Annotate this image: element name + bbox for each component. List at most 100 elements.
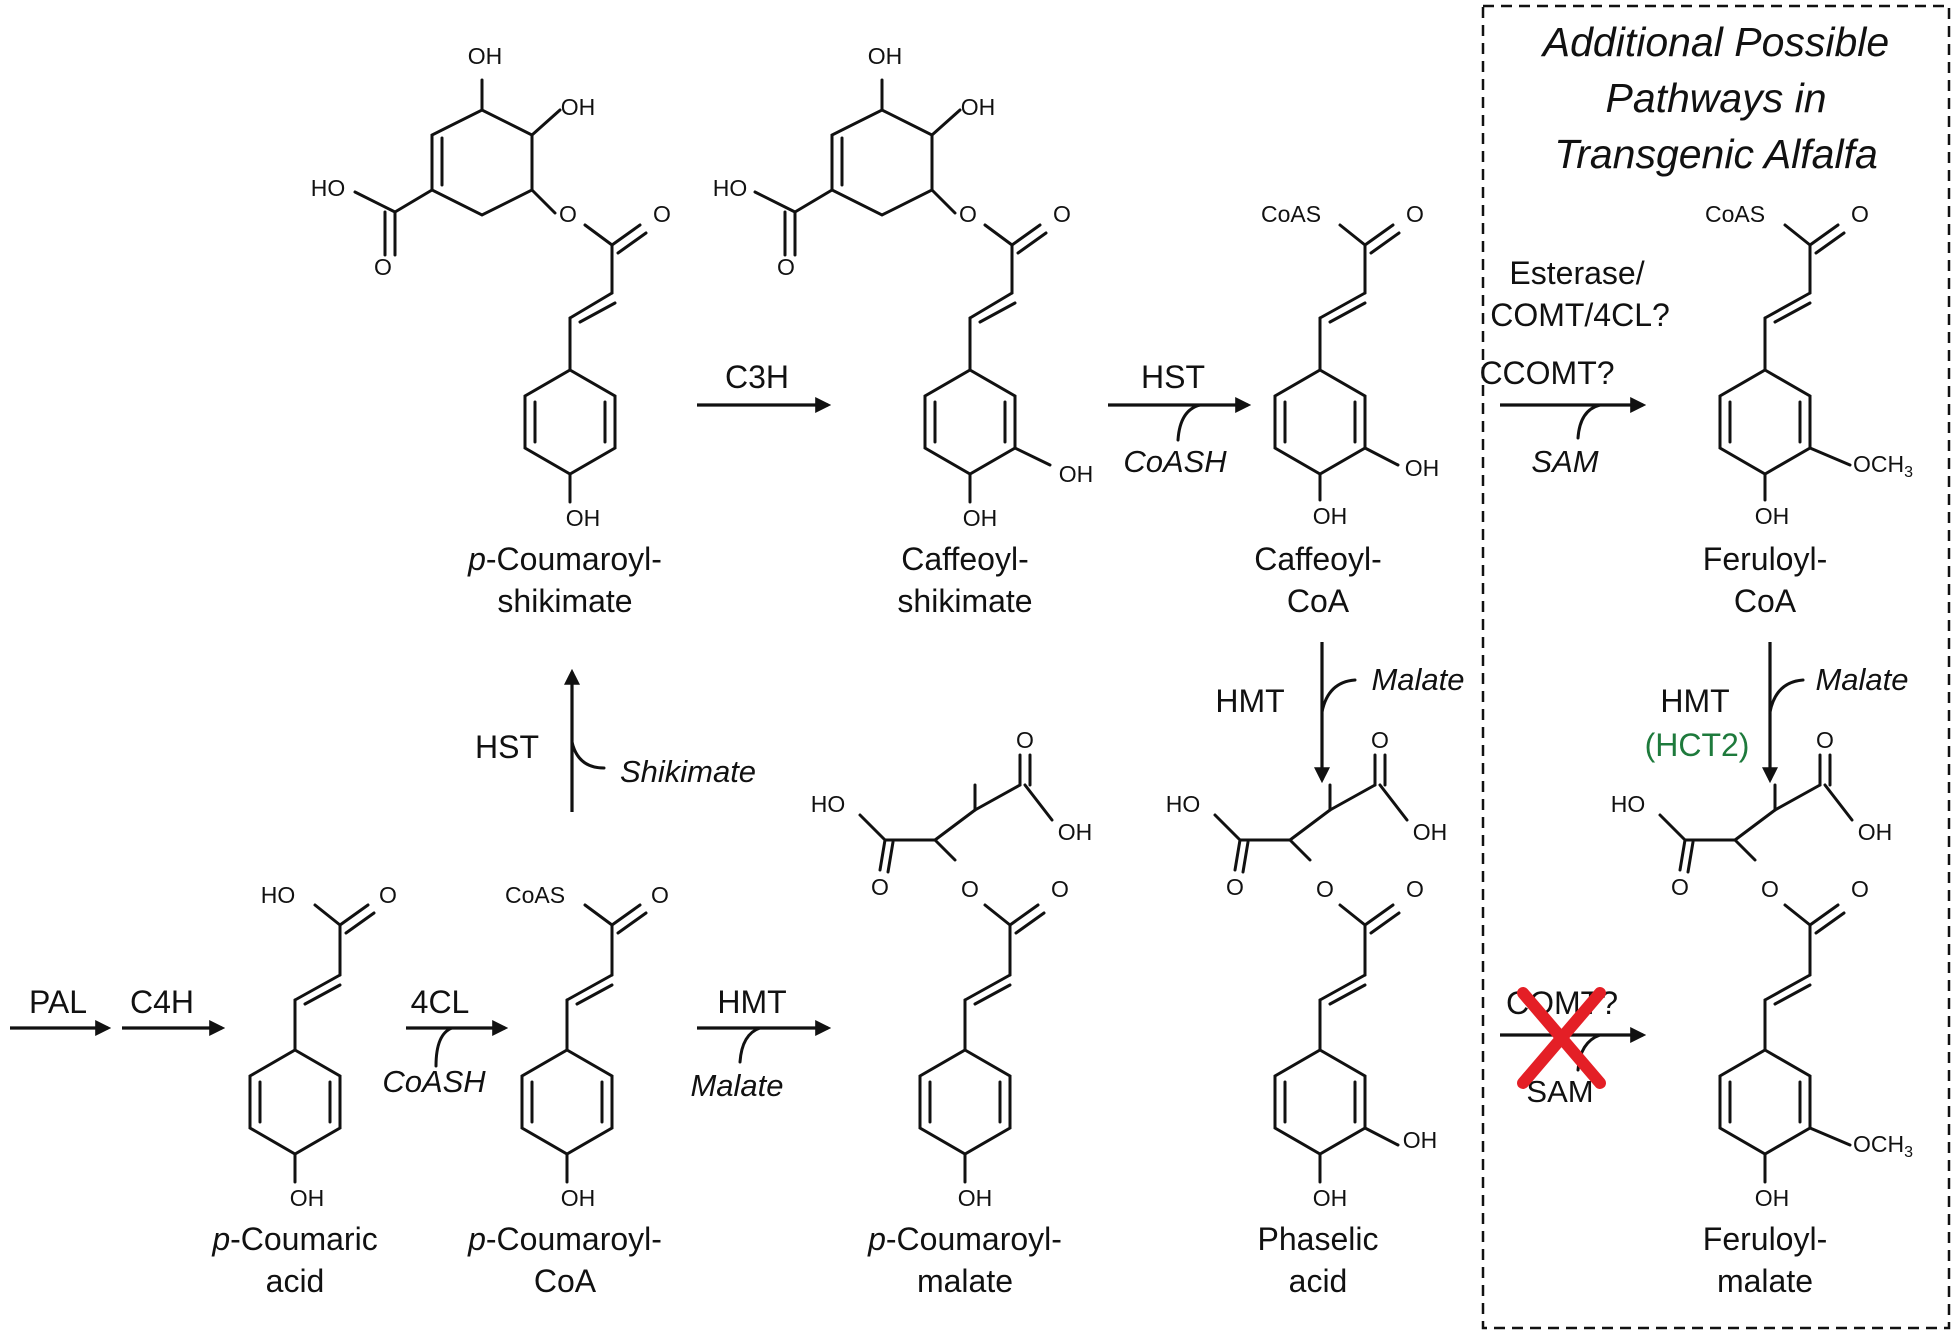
structure-p-coumaroyl-coa: CoAS O OH [505,882,669,1211]
atom-label: O [1226,874,1244,900]
name-p-coumaric-acid: p-Coumaric [211,1221,377,1257]
name-feruloyl-malate-line-2: malate [1717,1263,1813,1299]
name-caffeoyl-coa-line-2: CoA [1287,583,1350,619]
atom-label: HO [1166,791,1201,817]
blocked-cross-icon [1517,987,1606,1089]
atom-label: OH [963,505,998,531]
panel-title-line-2: Pathways in [1605,75,1826,121]
enzyme-hst-1: HST [475,729,539,765]
name-caffeoyl-shikimate-line-2: shikimate [897,583,1032,619]
atom-label: O [1016,727,1034,753]
cofactor-hook [1176,403,1202,442]
atom-label: OH [1059,461,1094,487]
atom-label: HO [811,791,846,817]
atom-label: O [1316,876,1334,902]
atom-label: O [1371,727,1389,753]
atom-label: OH [1058,819,1093,845]
cofactor-shikimate: Shikimate [620,754,756,789]
atom-label: OH [961,94,996,120]
transgenic-alfalfa-panel [1481,4,1951,1330]
atom-label: OCH3 [1853,1131,1913,1161]
atom-label: HO [1611,791,1646,817]
atom-label: OH [290,1185,325,1211]
atom-label: OH [1755,503,1790,529]
structure-feruloyl-coa: CoAS O OCH3 OH [1705,201,1913,529]
structure-phaselic-acid: HO O O OH O O OH OH [1166,727,1448,1211]
atom-label: O [1816,727,1834,753]
atom-label: HO [261,882,296,908]
structure-p-coumaroyl-shikimate: OH OH HO O O O OH [311,43,671,531]
name-p-coumaroyl-coa: p-Coumaroyl- [467,1221,662,1257]
atom-label: O [379,882,397,908]
enzyme-hmt-1: HMT [717,984,786,1020]
atom-label: O [961,876,979,902]
atom-label: O [1671,874,1689,900]
name-feruloyl-coa: Feruloyl- [1703,541,1827,577]
atom-label: HO [713,175,748,201]
panel-title-line-1: Additional Possible [1540,19,1889,65]
enzyme-hst-2: HST [1141,359,1205,395]
atom-label: O [1761,876,1779,902]
atom-label: OH [1313,1185,1348,1211]
panel-title-line-3: Transgenic Alfalfa [1554,131,1878,177]
name-caffeoyl-coa: Caffeoyl- [1254,541,1381,577]
enzyme-esterase-line-2: COMT/4CL? [1490,297,1670,333]
enzyme-4cl: 4CL [411,984,470,1020]
atom-label: CoAS [1261,201,1321,227]
atom-label: OH [468,43,503,69]
name-p-coumaroyl-malate: p-Coumaroyl- [867,1221,1062,1257]
atom-label: OH [1405,455,1440,481]
atom-label: OH [561,94,596,120]
atom-label: O [653,201,671,227]
cofactor-malate-1: Malate [690,1068,783,1103]
atom-label: OH [1413,819,1448,845]
atom-label: OH [868,43,903,69]
cofactor-malate-3: Malate [1815,662,1908,697]
cofactor-malate-2: Malate [1371,662,1464,697]
cofactor-hook [570,740,606,770]
cofactor-hook [434,1026,454,1068]
cofactor-hook [1768,678,1805,714]
name-p-coumaroyl-malate-line-2: malate [917,1263,1013,1299]
name-p-coumaric-acid-line-2: acid [266,1263,325,1299]
atom-label: OH [1313,503,1348,529]
name-caffeoyl-shikimate: Caffeoyl- [901,541,1028,577]
name-phaselic-acid-line-2: acid [1289,1263,1348,1299]
enzyme-c3h: C3H [725,359,789,395]
cofactor-hook [1576,403,1602,440]
cofactor-coash-4cl: CoASH [382,1064,486,1099]
atom-label: O [1406,876,1424,902]
name-phaselic-acid: Phaselic [1258,1221,1379,1257]
cofactor-sam-1: SAM [1531,444,1598,479]
atom-label: O [1051,876,1069,902]
atom-label: O [1053,201,1071,227]
atom-label: O [374,254,392,280]
name-p-coumaroyl-shikimate: p-Coumaroyl- [467,541,662,577]
atom-label: OH [1403,1127,1438,1153]
cofactor-hook [1320,678,1357,714]
enzyme-c4h: C4H [130,984,194,1020]
structure-caffeoyl-shikimate: OH OH HO O O O OH OH [713,43,1094,531]
enzyme-esterase-line-1: Esterase/ [1509,255,1644,291]
atom-label: O [777,254,795,280]
atom-label: OH [561,1185,596,1211]
atom-label: O [959,201,977,227]
enzyme-note-hct2: (HCT2) [1645,727,1750,763]
name-p-coumaroyl-shikimate-line-2: shikimate [497,583,632,619]
atom-label: O [1406,201,1424,227]
atom-label: O [1851,876,1869,902]
name-p-coumaroyl-coa-line-2: CoA [534,1263,597,1299]
atom-label: OCH3 [1853,451,1913,481]
enzyme-hmt-2: HMT [1215,683,1284,719]
atom-label: OH [566,505,601,531]
atom-label: O [871,874,889,900]
enzyme-hmt-3: HMT [1660,683,1729,719]
atom-label: OH [1858,819,1893,845]
atom-label: O [559,201,577,227]
atom-label: CoAS [1705,201,1765,227]
structure-p-coumaroyl-malate: HO O O OH O O OH [811,727,1093,1211]
cofactor-sam-2: SAM [1526,1074,1593,1109]
atom-label: HO [311,175,346,201]
cofactor-hook [738,1026,762,1064]
